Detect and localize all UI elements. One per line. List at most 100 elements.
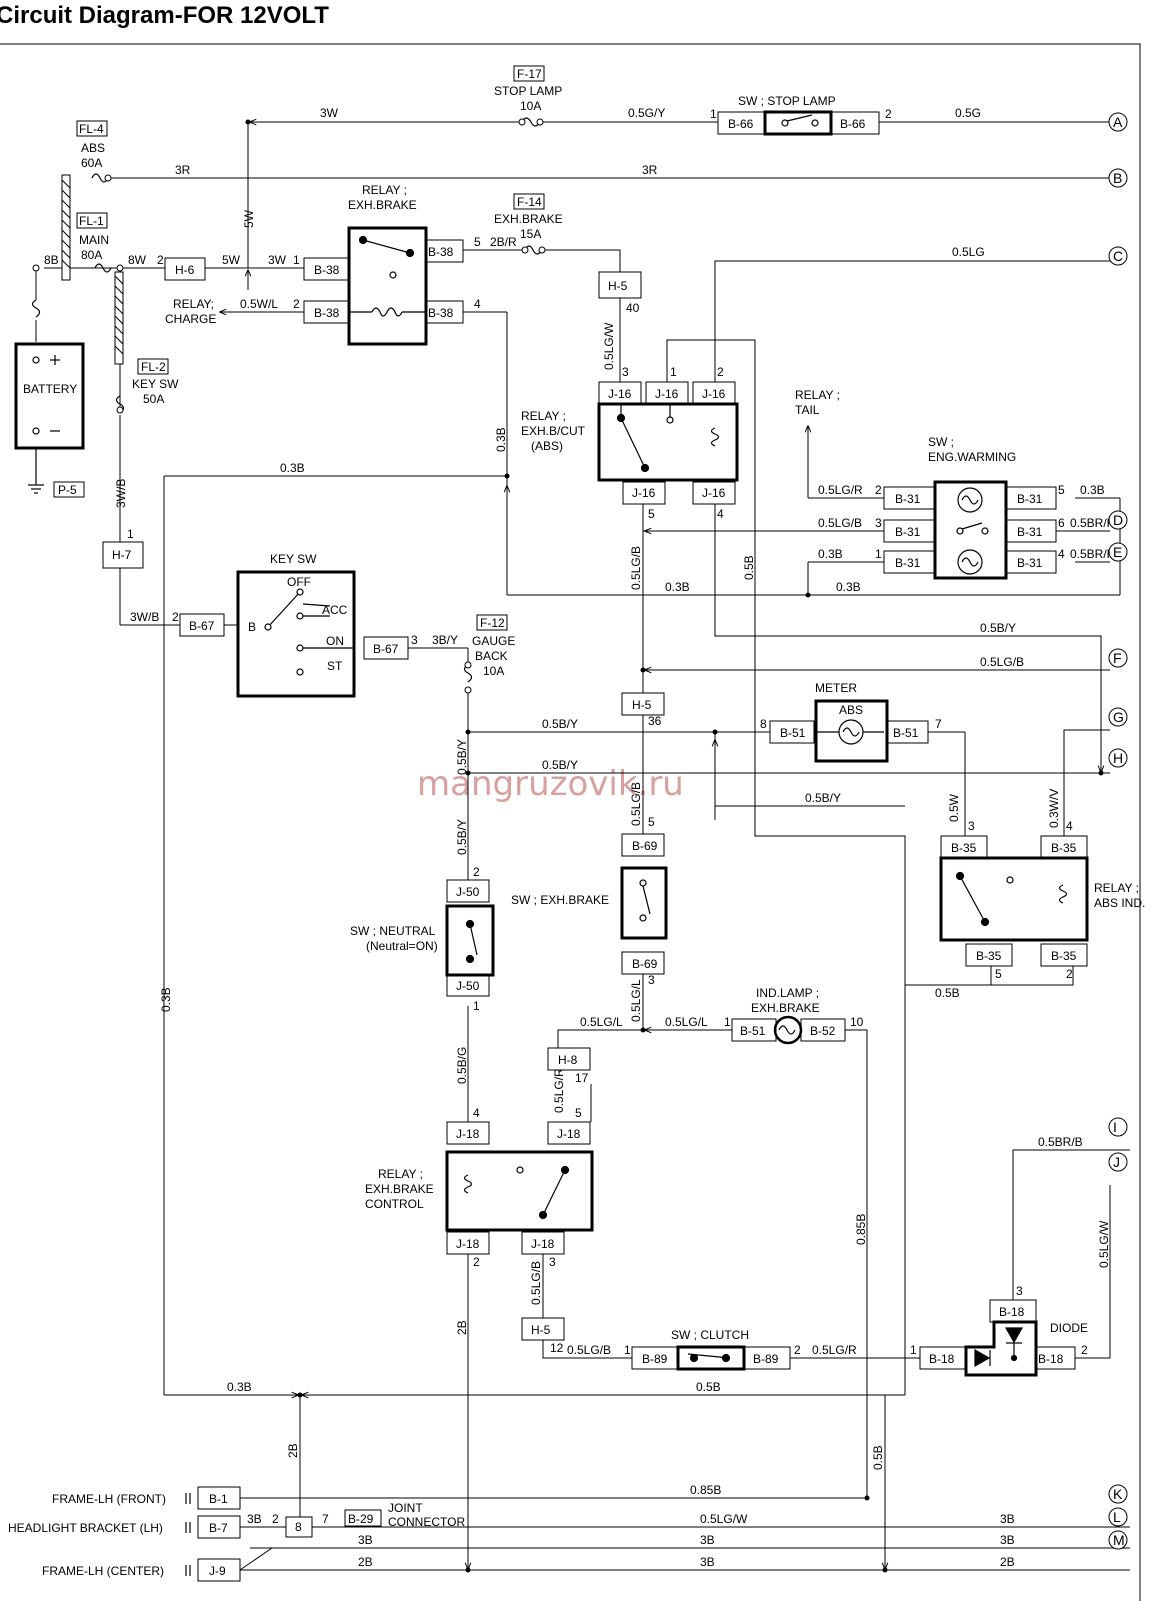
svg-text:4: 4 [1058, 547, 1065, 561]
svg-text:B-38: B-38 [428, 306, 454, 320]
svg-text:B-89: B-89 [642, 1352, 668, 1366]
svg-text:5W: 5W [242, 209, 256, 228]
svg-text:B-1: B-1 [209, 1492, 228, 1506]
svg-text:J-18: J-18 [557, 1127, 581, 1141]
terminal-b-label: B [1113, 170, 1122, 186]
terminal-j [1108, 1152, 1128, 1172]
svg-text:5: 5 [995, 967, 1002, 981]
svg-text:B-35: B-35 [1051, 949, 1077, 963]
terminal-a [1108, 112, 1128, 132]
svg-text:1: 1 [724, 1015, 731, 1029]
neutral-switch-box [445, 904, 495, 977]
wire-c: 0.5LG [952, 245, 985, 259]
battery-box [14, 342, 85, 450]
svg-text:0.5W: 0.5W [947, 793, 961, 822]
fuse-f12-tag: F-12 [480, 616, 505, 630]
svg-text:0.5B: 0.5B [871, 1445, 885, 1470]
svg-text:0.5W/L: 0.5W/L [240, 297, 278, 311]
svg-text:8: 8 [295, 1520, 302, 1534]
terminal-b [1108, 168, 1128, 188]
svg-text:40: 40 [626, 301, 640, 315]
svg-text:B-69: B-69 [632, 839, 658, 853]
terminal-m-label: M [1113, 1532, 1125, 1548]
svg-text:0.5B/Y: 0.5B/Y [805, 791, 841, 805]
svg-text:2: 2 [794, 1343, 801, 1357]
svg-text:0.5B/Y: 0.5B/Y [455, 739, 469, 775]
neutral-switch-label-2: (Neutral=ON) [366, 939, 438, 953]
svg-text:4: 4 [717, 507, 724, 521]
wire-l: 3B [700, 1533, 715, 1547]
wire-j: 0.5LG/W [1097, 1220, 1111, 1268]
svg-text:1: 1 [293, 253, 300, 267]
svg-text:0.85B: 0.85B [854, 1214, 868, 1245]
clutch-switch-box [676, 1345, 746, 1371]
svg-text:B-52: B-52 [810, 1024, 836, 1038]
svg-text:8: 8 [760, 717, 767, 731]
svg-text:7: 7 [322, 1512, 329, 1526]
svg-text:3: 3 [1016, 1284, 1023, 1298]
svg-text:5W: 5W [222, 253, 241, 267]
svg-text:B-69: B-69 [632, 957, 658, 971]
svg-text:B-38: B-38 [428, 245, 454, 259]
svg-text:0.5LG/B: 0.5LG/B [567, 1343, 611, 1357]
wire-b: 3R [642, 163, 658, 177]
control-relay-label-2: EXH.BRAKE [365, 1182, 434, 1196]
svg-text:17: 17 [575, 1071, 589, 1085]
svg-text:B-67: B-67 [189, 619, 215, 633]
fuse-fl4-tag: FL-4 [79, 122, 104, 136]
svg-text:3: 3 [549, 1255, 556, 1269]
svg-text:0.5LG/B: 0.5LG/B [629, 546, 643, 590]
svg-text:1: 1 [670, 365, 677, 379]
abs-ind-relay-label-2: ABS IND. [1094, 896, 1145, 910]
svg-text:0.5B/Y: 0.5B/Y [542, 717, 578, 731]
terminal-e-label: E [1113, 544, 1122, 560]
svg-text:3B: 3B [247, 1512, 262, 1526]
fuse-f14-rating: 15A [520, 227, 541, 241]
wire-e: 0.5BR/R [1070, 547, 1116, 561]
abs-ind-relay-label-1: RELAY ; [1094, 881, 1139, 895]
watermark: mangruzovik.ru [417, 764, 684, 804]
svg-text:J-18: J-18 [456, 1237, 480, 1251]
svg-text:36: 36 [648, 714, 662, 728]
terminal-c-label: C [1113, 248, 1123, 264]
key-st-label: ST [327, 659, 343, 673]
svg-text:B-18: B-18 [1038, 1352, 1064, 1366]
svg-text:B-51: B-51 [740, 1024, 766, 1038]
exh-brake-switch-box [620, 866, 668, 940]
svg-text:2B: 2B [1000, 1555, 1015, 1569]
diagram-frame [0, 43, 1141, 1601]
wire-a: 0.5G [955, 106, 981, 120]
svg-text:B-31: B-31 [1017, 556, 1043, 570]
exh-brake-relay-box [347, 226, 428, 346]
svg-text:0.3B: 0.3B [494, 427, 508, 452]
svg-text:2: 2 [473, 1255, 480, 1269]
svg-text:P-5: P-5 [58, 483, 77, 497]
terminal-a-label: A [1113, 114, 1123, 130]
wires [35, 121, 1130, 1571]
fuse-f17-name: STOP LAMP [494, 84, 562, 98]
svg-text:6: 6 [1058, 516, 1065, 530]
svg-text:B-35: B-35 [976, 949, 1002, 963]
page-title: Circuit Diagram-FOR 12VOLT [0, 2, 329, 29]
svg-text:4: 4 [473, 1106, 480, 1120]
terminal-j-label: J [1113, 1154, 1120, 1170]
svg-text:2: 2 [172, 610, 179, 624]
svg-text:3: 3 [968, 819, 975, 833]
fuse-f14-tag: F-14 [517, 195, 542, 209]
tail-relay-label-2: TAIL [795, 403, 820, 417]
svg-text:2B/R: 2B/R [490, 235, 517, 249]
svg-text:2: 2 [157, 253, 164, 267]
svg-text:2B: 2B [455, 1320, 469, 1335]
terminal-i-label: I [1113, 1119, 1117, 1135]
svg-text:1: 1 [710, 107, 717, 121]
svg-text:3W: 3W [320, 106, 339, 120]
exh-brake-control-relay-box [445, 1150, 594, 1232]
svg-text:2: 2 [293, 297, 300, 311]
svg-text:2B: 2B [286, 1443, 300, 1458]
key-b-label: B [248, 620, 256, 634]
svg-text:0.5B/G: 0.5B/G [455, 1047, 469, 1084]
svg-text:3W/B: 3W/B [130, 610, 159, 624]
svg-text:0.5LG/W: 0.5LG/W [602, 322, 616, 370]
svg-text:1: 1 [473, 999, 480, 1013]
meter-label: METER [815, 681, 857, 695]
